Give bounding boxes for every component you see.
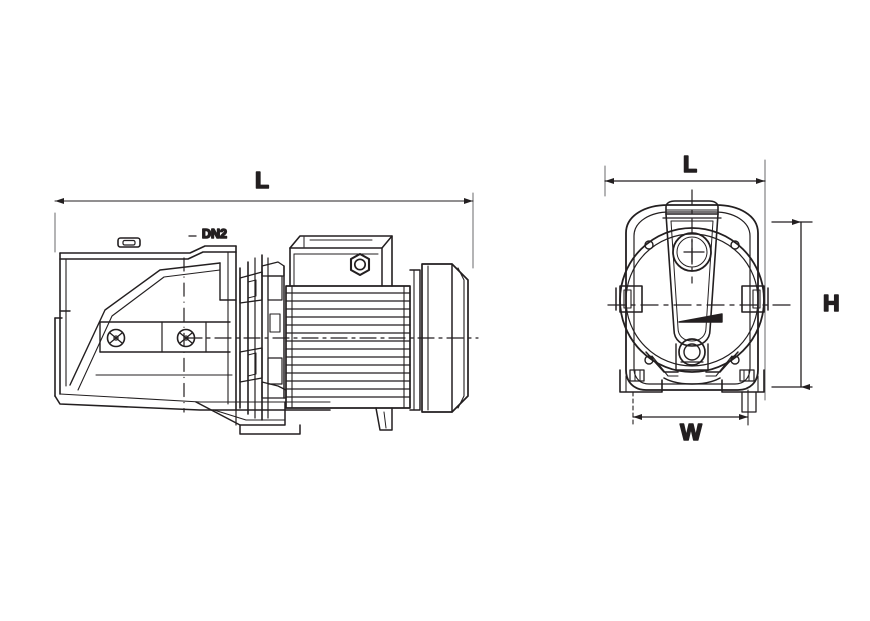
base-foot-right bbox=[721, 369, 765, 413]
pump-body-outline bbox=[625, 204, 759, 391]
corner-boss-top-left bbox=[644, 240, 654, 250]
callout-label-DN2: DN2 bbox=[202, 227, 227, 241]
dimension-L-front bbox=[604, 159, 766, 401]
dimension-H bbox=[771, 219, 813, 390]
pump-housing bbox=[54, 245, 331, 411]
motor-rear-flange bbox=[409, 269, 421, 411]
discharge-port-cap bbox=[117, 237, 141, 248]
dimension-label-L-side: L bbox=[255, 167, 269, 193]
flange-lug-right bbox=[741, 285, 769, 313]
motor-body-cooling-fins bbox=[285, 285, 411, 409]
flow-direction-marker bbox=[678, 313, 723, 323]
motor-mounting-foot bbox=[375, 407, 393, 431]
motor-flange bbox=[239, 254, 287, 421]
impeller-cover-plate bbox=[665, 213, 719, 347]
drain-plug-boss bbox=[675, 338, 709, 371]
terminal-junction-box bbox=[289, 235, 393, 287]
dimension-L-side bbox=[54, 192, 474, 269]
hex-bolt-head-left bbox=[106, 328, 126, 348]
dimension-label-H: H bbox=[823, 290, 840, 316]
pump-foot-bracket bbox=[195, 401, 301, 435]
flange-lug-left bbox=[615, 285, 643, 313]
base-support-ribs bbox=[645, 351, 739, 385]
cable-gland-hex-nut bbox=[349, 252, 371, 277]
dimension-label-W: W bbox=[680, 419, 702, 445]
base-foot-left bbox=[619, 369, 663, 393]
corner-boss-top-right bbox=[730, 240, 740, 250]
dimension-label-L-front: L bbox=[683, 151, 697, 177]
